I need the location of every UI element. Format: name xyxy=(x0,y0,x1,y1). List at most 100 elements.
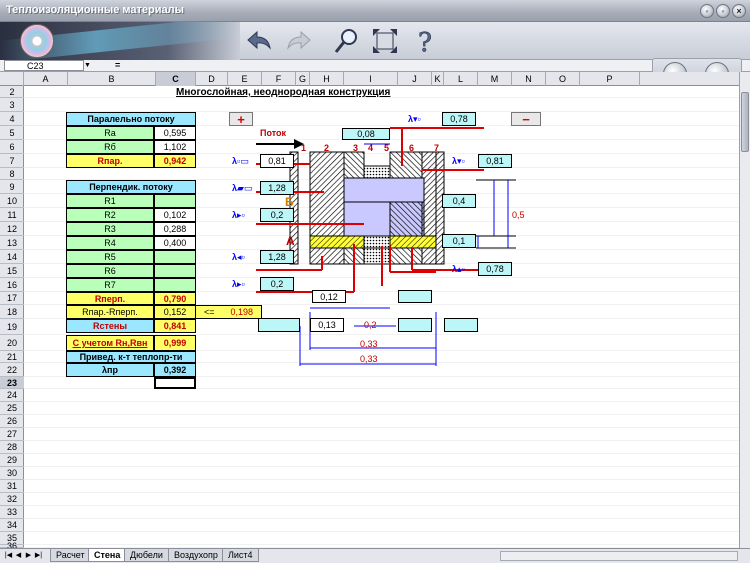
fullscreen-icon[interactable] xyxy=(370,26,400,56)
row-header[interactable]: 17 xyxy=(0,292,24,305)
row-header[interactable]: 20 xyxy=(0,335,24,351)
bottom-dim-box-left[interactable] xyxy=(258,318,300,332)
r7-value[interactable] xyxy=(154,278,196,292)
row-header[interactable]: 18 xyxy=(0,305,24,319)
column-header[interactable]: K xyxy=(432,72,444,86)
maximize-button[interactable]: ◦ xyxy=(716,4,730,18)
lambda-pr-value[interactable]: 0,392 xyxy=(154,363,196,377)
r3-value[interactable]: 0,288 xyxy=(154,222,196,236)
lambda-br-value[interactable]: 0,78 xyxy=(478,262,512,276)
column-header[interactable]: E xyxy=(228,72,262,86)
row-header[interactable]: 15 xyxy=(0,264,24,278)
r5-value[interactable] xyxy=(154,250,196,264)
column-header[interactable]: I xyxy=(344,72,398,86)
tab-vozduhopr[interactable]: Воздухопр xyxy=(168,549,224,562)
row-header[interactable]: 19 xyxy=(0,319,24,335)
lambda-top-right-value[interactable]: 0,78 xyxy=(442,112,476,126)
rwall-value[interactable]: 0,841 xyxy=(154,319,196,333)
dim-04-box[interactable]: 0,4 xyxy=(442,194,476,208)
tab-list4[interactable]: Лист4 xyxy=(222,549,259,562)
horizontal-scrollbar[interactable] xyxy=(500,551,738,561)
column-header[interactable]: L xyxy=(444,72,478,86)
tab-dyubeli[interactable]: Дюбели xyxy=(124,549,169,562)
row-header[interactable]: 30 xyxy=(0,467,24,480)
row-header[interactable]: 9 xyxy=(0,180,24,194)
bottom-dim-box-far[interactable] xyxy=(444,318,478,332)
rperp-value[interactable]: 0,790 xyxy=(154,292,196,305)
bottom-dim-013[interactable]: 0,13 xyxy=(310,318,344,332)
row-header[interactable]: 16 xyxy=(0,278,24,292)
r6-value[interactable] xyxy=(154,264,196,278)
row-header[interactable]: 7 xyxy=(0,154,24,168)
minimize-button[interactable]: ◦ xyxy=(700,4,714,18)
row-header[interactable]: 32 xyxy=(0,493,24,506)
add-layer-button[interactable]: + xyxy=(229,112,253,126)
column-header[interactable]: N xyxy=(512,72,546,86)
row-header[interactable]: 34 xyxy=(0,519,24,532)
prev-sheet-icon[interactable]: ◀ xyxy=(15,552,22,559)
row-header[interactable]: 6 xyxy=(0,140,24,154)
rb-value[interactable]: 1,102 xyxy=(154,140,196,154)
row-header[interactable]: 8 xyxy=(0,168,24,180)
name-box-dropdown-icon[interactable]: ▼ xyxy=(84,62,91,69)
column-header[interactable]: F xyxy=(262,72,296,86)
close-button[interactable]: × xyxy=(732,4,746,18)
name-box[interactable]: C23 xyxy=(4,60,84,71)
lambda-value[interactable]: 1,28 xyxy=(260,181,294,195)
row-header[interactable]: 4 xyxy=(0,112,24,126)
r1-value[interactable] xyxy=(154,194,196,208)
column-header[interactable]: J xyxy=(398,72,432,86)
remove-layer-button[interactable]: − xyxy=(511,112,541,126)
column-header[interactable]: O xyxy=(546,72,580,86)
r2-value[interactable]: 0,102 xyxy=(154,208,196,222)
bottom-dim-box-mid[interactable] xyxy=(398,318,432,332)
next-sheet-icon[interactable]: ▶ xyxy=(25,552,32,559)
row-header[interactable]: 14 xyxy=(0,250,24,264)
top-width-box[interactable]: 0,08 xyxy=(342,128,390,140)
row-header[interactable]: 27 xyxy=(0,428,24,441)
column-header[interactable]: G xyxy=(296,72,310,86)
row-header[interactable]: 29 xyxy=(0,454,24,467)
column-header[interactable]: H xyxy=(310,72,344,86)
column-header[interactable]: P xyxy=(580,72,640,86)
rdiff-value[interactable]: 0,152 xyxy=(154,305,196,319)
row-header[interactable]: 10 xyxy=(0,194,24,208)
column-header[interactable]: A xyxy=(24,72,68,86)
bottom-dim-box-right[interactable] xyxy=(398,290,432,303)
lambda-value[interactable]: 1,28 xyxy=(260,250,294,264)
row-header[interactable]: 3 xyxy=(0,98,24,112)
bottom-dim-012[interactable]: 0,12 xyxy=(312,290,346,303)
active-cell-c23[interactable] xyxy=(154,377,196,389)
search-icon[interactable] xyxy=(332,26,362,56)
lambda-value[interactable]: 0,81 xyxy=(260,154,294,168)
row-header[interactable]: 12 xyxy=(0,222,24,236)
first-sheet-icon[interactable]: |◀ xyxy=(4,552,13,559)
row-header[interactable]: 33 xyxy=(0,506,24,519)
column-header[interactable]: D xyxy=(196,72,228,86)
rsurface-value[interactable]: 0,999 xyxy=(154,335,196,351)
column-header[interactable]: B xyxy=(68,72,156,86)
row-header[interactable]: 13 xyxy=(0,236,24,250)
row-header[interactable]: 23 xyxy=(0,377,24,389)
row-header[interactable]: 5 xyxy=(0,126,24,140)
lambda-value[interactable]: 0,2 xyxy=(260,208,294,222)
last-sheet-icon[interactable]: ▶| xyxy=(34,552,43,559)
row-header[interactable]: 25 xyxy=(0,402,24,415)
select-all-corner[interactable] xyxy=(0,72,24,86)
row-header[interactable]: 22 xyxy=(0,363,24,377)
vertical-scrollbar[interactable] xyxy=(739,72,750,548)
row-header[interactable]: 21 xyxy=(0,351,24,363)
r4-value[interactable]: 0,400 xyxy=(154,236,196,250)
rpar-value[interactable]: 0,942 xyxy=(154,154,196,168)
spreadsheet-grid[interactable]: Многослойная, неоднородная конструкция П… xyxy=(24,86,739,548)
row-header[interactable]: 26 xyxy=(0,415,24,428)
redo-icon[interactable] xyxy=(284,26,314,56)
dim-01-box[interactable]: 0,1 xyxy=(442,234,476,248)
row-header[interactable]: 35 xyxy=(0,532,24,545)
row-header[interactable]: 31 xyxy=(0,480,24,493)
vertical-scroll-thumb[interactable] xyxy=(741,92,749,152)
ra-value[interactable]: 0,595 xyxy=(154,126,196,140)
column-header[interactable]: M xyxy=(478,72,512,86)
tab-stena[interactable]: Стена xyxy=(88,549,127,562)
help-icon[interactable]: ? xyxy=(410,26,440,56)
